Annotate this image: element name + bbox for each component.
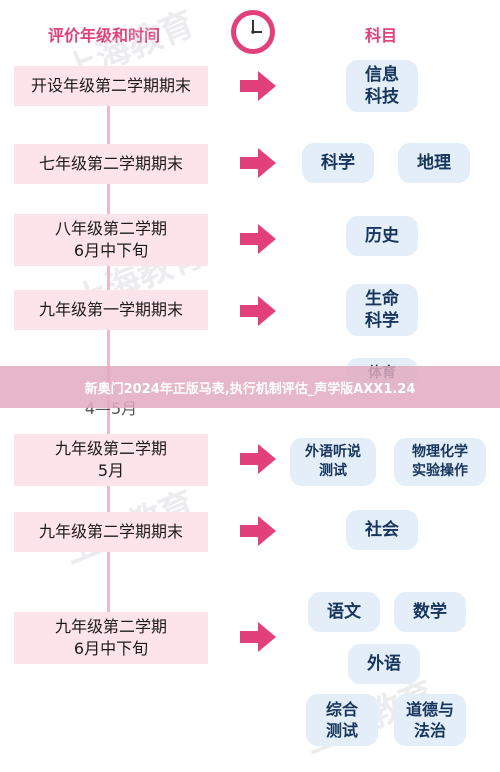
subject-card: 综合 测试 [306,694,378,746]
period-box: 七年级第二学期期末 [14,144,208,184]
subject-card: 科学 [302,143,374,183]
subject-card: 道德与 法治 [394,694,466,746]
header-right-title: 科目 [364,26,397,45]
subject-card: 物理化学 实验操作 [394,438,486,486]
subject-card: 外语听说 测试 [290,438,376,486]
period-box: 九年级第二学期期末 [14,512,208,552]
arrow-right-icon [240,296,276,326]
clock-icon [231,10,275,54]
subject-card: 数学 [394,592,466,632]
subject-card: 历史 [346,216,418,256]
subject-card: 信息 科技 [346,60,418,112]
arrow-right-icon [240,516,276,546]
period-box: 八年级第二学期 6月中下旬 [14,214,208,266]
period-box: 九年级第一学期期末 [14,290,208,330]
subject-card: 社会 [346,510,418,550]
period-box: 开设年级第二学期期末 [14,66,208,106]
arrow-right-icon [240,224,276,254]
arrow-right-icon [240,444,276,474]
period-box: 九年级第二学期 6月中下旬 [14,612,208,664]
period-box: 九年级第二学期 5月 [14,434,208,486]
subject-card: 地理 [398,143,470,183]
subject-card: 外语 [348,644,420,684]
subject-card: 语文 [308,592,380,632]
header-left-title: 评价年级和时间 [48,26,161,45]
arrow-right-icon [240,148,276,178]
arrow-right-icon [240,71,276,101]
subject-card: 生命 科学 [346,284,418,336]
title-banner: 新奥门2024年正版马表,执行机制评估_声学版AXX1.24 [0,366,500,408]
arrow-right-icon [240,622,276,652]
